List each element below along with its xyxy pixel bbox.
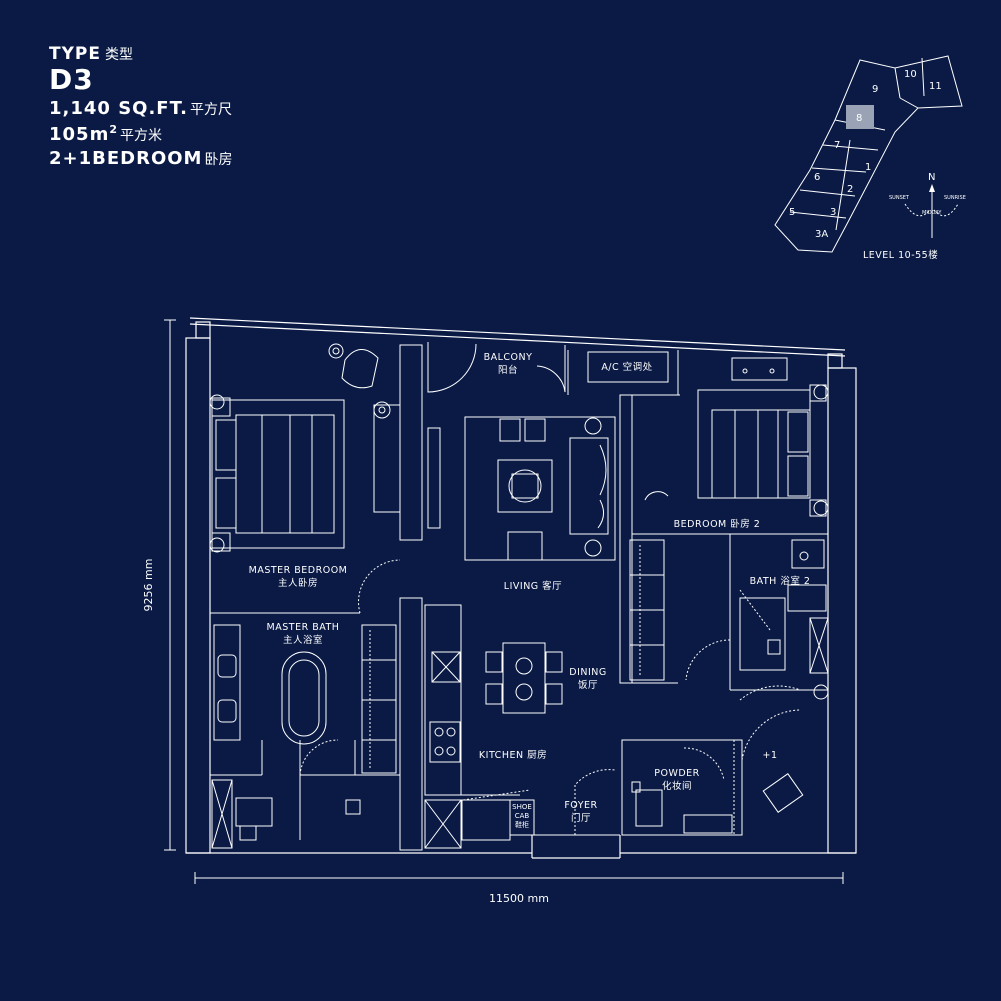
label-kitchen: KITCHEN 厨房 <box>479 749 547 761</box>
key-unit-2: 2 <box>847 184 853 195</box>
shoe-cabinet <box>509 799 535 836</box>
bedroom-count-cn: 卧房 <box>204 152 233 168</box>
label-foyer-cn: 门厅 <box>571 812 591 824</box>
compass-north: N <box>928 172 935 183</box>
key-unit-3a: 3A <box>815 229 828 240</box>
label-bath2: BATH 浴室 2 <box>750 575 811 587</box>
label-dining: DINING <box>569 667 607 678</box>
bedroom2-door <box>739 685 801 701</box>
bedroom2-wardrobe <box>629 539 665 681</box>
living-room-furniture <box>427 416 616 561</box>
label-master-bath-cn: 主人浴室 <box>283 634 323 646</box>
compass-arrow-icon <box>929 184 935 192</box>
label-master-bath: MASTER BATH <box>267 622 340 633</box>
label-balcony: BALCONY <box>484 352 533 363</box>
label-living: LIVING 客厅 <box>504 580 562 592</box>
area-m2-unit-cn: 平方米 <box>120 128 162 144</box>
powder-fixtures <box>631 747 733 834</box>
label-master-bedroom-cn: 主人卧房 <box>278 577 318 589</box>
dimension-height-label: 9256 mm <box>142 559 155 612</box>
label-dining-cn: 饭厅 <box>578 679 598 691</box>
key-unit-9: 9 <box>872 84 878 95</box>
nightstand-icon <box>211 397 231 417</box>
key-unit-1: 1 <box>865 162 871 173</box>
lamp-icon <box>813 500 829 516</box>
key-unit-11: 11 <box>929 81 942 92</box>
nightstand-icon <box>809 384 827 402</box>
bedroom2-bed <box>644 357 827 517</box>
lamp-icon <box>813 684 829 700</box>
label-plus-one: +1 <box>762 750 777 761</box>
label-powder-cn: 化妆间 <box>662 780 692 792</box>
master-bedroom-door <box>358 559 401 614</box>
lamp-icon <box>373 401 391 419</box>
key-plan: 10 11 9 8 7 1 6 2 5 3 3A N SUNSET SUNRIS… <box>774 55 966 261</box>
compass-sunrise: SUNRISE <box>944 195 966 201</box>
compass: N SUNSET SUNRISE MIDDAY <box>889 172 966 238</box>
lamp-icon <box>209 394 225 410</box>
label-foyer: FOYER <box>564 800 597 811</box>
exterior-walls <box>185 317 857 859</box>
lamp-icon <box>813 384 829 400</box>
area-m2-value: 105m <box>49 124 110 145</box>
bedroom-count-value: 2+1BEDROOM <box>49 148 203 169</box>
area-sqft: 1,140 SQ.FT.平方尺 <box>49 100 232 118</box>
area-m2-superscript: 2 <box>109 123 118 136</box>
lamp-icon <box>584 417 602 435</box>
lamp-icon <box>584 539 602 557</box>
label-shoe-cab-1: SHOE <box>512 803 532 811</box>
room-labels: BALCONY 阳台 A/C 空调处 MASTER BEDROOM 主人卧房 M… <box>249 352 811 829</box>
sun-path-right <box>933 203 959 217</box>
dimension-width: 11500 mm <box>194 872 844 905</box>
label-shoe-cab-2: CAB <box>515 812 530 820</box>
type-label-cn: 类型 <box>104 47 133 63</box>
bath2-door <box>685 639 731 681</box>
compass-sunset: SUNSET <box>889 195 910 201</box>
dimension-width-label: 11500 mm <box>489 892 549 905</box>
balcony-doors <box>427 342 669 393</box>
dining-table <box>485 642 563 714</box>
unit-code: D3 <box>49 63 94 96</box>
area-sqft-value: 1,140 SQ.FT. <box>49 98 188 119</box>
nightstand-icon <box>809 499 827 517</box>
compass-midday: MIDDAY <box>922 210 942 216</box>
key-plan-unit-8-highlight <box>846 105 874 129</box>
master-bath-door <box>299 739 339 776</box>
lamp-icon <box>209 537 225 553</box>
key-plan-outline <box>774 55 963 253</box>
master-bed <box>211 397 401 552</box>
master-bath-fixtures <box>211 624 397 849</box>
key-unit-3: 3 <box>830 207 836 218</box>
label-master-bedroom: MASTER BEDROOM <box>249 565 348 576</box>
key-unit-8: 8 <box>856 113 862 124</box>
plus-one-room-furniture <box>741 709 804 813</box>
label-powder: POWDER <box>654 768 700 779</box>
bath2-fixtures <box>739 539 829 674</box>
armchair-icon <box>328 343 379 389</box>
label-ac: A/C 空调处 <box>601 361 652 373</box>
label-shoe-cab-cn: 鞋柜 <box>515 820 529 829</box>
key-unit-6: 6 <box>814 172 820 183</box>
key-unit-7: 7 <box>834 140 840 151</box>
kitchen-fixtures <box>424 651 511 849</box>
key-unit-10: 10 <box>904 69 917 80</box>
sun-path-left <box>904 203 931 217</box>
dimension-height: 9256 mm <box>142 319 176 851</box>
area-sqft-unit-cn: 平方尺 <box>189 102 232 118</box>
type-label: TYPE <box>49 44 101 64</box>
key-unit-5: 5 <box>789 207 795 218</box>
interior-walls <box>210 344 828 851</box>
label-bedroom2: BEDROOM 卧房 2 <box>674 518 761 530</box>
entry-door <box>574 769 616 835</box>
label-balcony-cn: 阳台 <box>498 364 518 376</box>
shoe-cabinet-swing <box>462 789 531 801</box>
key-plan-level: LEVEL 10-55楼 <box>863 249 938 261</box>
